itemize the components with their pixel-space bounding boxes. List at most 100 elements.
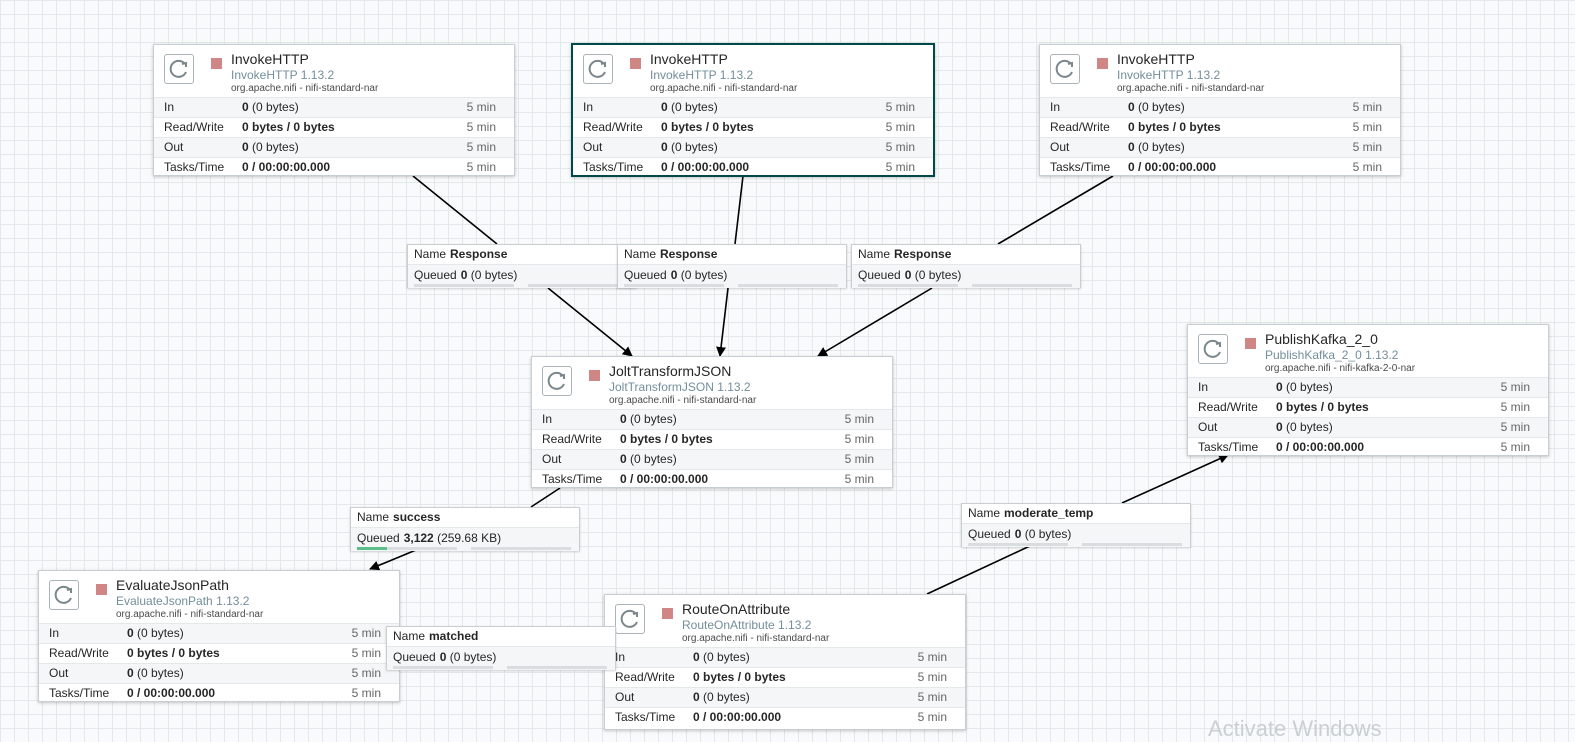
processor-name: JoltTransformJSON — [609, 363, 732, 379]
connection-name: Response — [894, 247, 952, 261]
stopped-status-icon[interactable] — [1245, 338, 1256, 349]
queue-bar-right — [1082, 543, 1182, 546]
activate-windows-watermark: Activate Windows — [1208, 716, 1382, 741]
processor-type: JoltTransformJSON 1.13.2 — [609, 380, 751, 394]
stopped-status-icon[interactable] — [96, 584, 107, 595]
processor-bundle: org.apache.nifi - nifi-kafka-2-0-nar — [1265, 363, 1416, 374]
edge-success-evaluate — [369, 549, 417, 571]
stopped-status-icon[interactable] — [1097, 58, 1108, 69]
processor-type: EvaluateJsonPath 1.13.2 — [116, 594, 250, 608]
edge-response1-jolt — [547, 287, 633, 357]
queue-bar-left — [393, 666, 493, 669]
queue-fill — [357, 547, 387, 550]
edge-invoke3-response — [997, 175, 1114, 245]
stopped-status-icon[interactable] — [211, 58, 222, 69]
processor-type: InvokeHTTP 1.13.2 — [650, 68, 754, 82]
processor-icon — [1050, 54, 1080, 84]
edge-response3-jolt — [817, 287, 933, 357]
processor-icon — [542, 366, 572, 396]
processor-bundle: org.apache.nifi - nifi-standard-nar — [682, 633, 830, 644]
processor-icon — [49, 580, 79, 610]
edge-response2-jolt — [716, 287, 729, 357]
processor-name: RouteOnAttribute — [682, 601, 791, 617]
processor-icon — [1198, 334, 1228, 364]
processor-name: InvokeHTTP — [650, 51, 728, 67]
stopped-status-icon[interactable] — [589, 370, 600, 381]
queue-bar-left — [414, 284, 514, 287]
processor-type: PublishKafka_2_0 1.13.2 — [1265, 348, 1399, 362]
queue-bar-left — [858, 284, 958, 287]
processor-type: RouteOnAttribute 1.13.2 — [682, 618, 812, 632]
queue-bar-left — [968, 543, 1068, 546]
queue-bar-left — [624, 284, 724, 287]
processor-name: PublishKafka_2_0 — [1265, 331, 1378, 347]
processor-type: InvokeHTTP 1.13.2 — [1117, 68, 1221, 82]
connection-name: Response — [660, 247, 718, 261]
processor-bundle: org.apache.nifi - nifi-standard-nar — [650, 83, 798, 94]
processor-bundle: org.apache.nifi - nifi-standard-nar — [1117, 83, 1265, 94]
edge-invoke1-response — [412, 175, 498, 245]
connection-name: Response — [450, 247, 508, 261]
processor-invokehttp-1[interactable]: InvokeHTTP InvokeHTTP 1.13.2 org.apache.… — [153, 44, 515, 176]
queue-bar-right — [738, 284, 838, 287]
processor-invokehttp-2[interactable]: InvokeHTTP InvokeHTTP 1.13.2 org.apache.… — [571, 43, 935, 177]
processor-evaluatejsonpath[interactable]: EvaluateJsonPath EvaluateJsonPath 1.13.2… — [38, 570, 400, 702]
processor-bundle: org.apache.nifi - nifi-standard-nar — [231, 83, 379, 94]
stopped-status-icon[interactable] — [630, 58, 641, 69]
processor-icon — [164, 54, 194, 84]
edge-route-moderate — [926, 544, 1033, 595]
connection-name: moderate_temp — [1004, 506, 1094, 520]
connection-name: success — [393, 510, 441, 524]
processor-name: EvaluateJsonPath — [116, 577, 229, 593]
connection-name: matched — [429, 629, 479, 643]
processor-bundle: org.apache.nifi - nifi-standard-nar — [116, 609, 264, 620]
processor-invokehttp-3[interactable]: InvokeHTTP InvokeHTTP 1.13.2 org.apache.… — [1039, 44, 1401, 176]
processor-bundle: org.apache.nifi - nifi-standard-nar — [609, 395, 757, 406]
edge-moderate-kafka — [1121, 454, 1229, 504]
processor-jolttransformjson[interactable]: JoltTransformJSON JoltTransformJSON 1.13… — [531, 356, 893, 488]
processor-routeonattribute[interactable]: RouteOnAttribute RouteOnAttribute 1.13.2… — [604, 594, 966, 730]
processor-icon — [615, 604, 645, 634]
stopped-status-icon[interactable] — [662, 608, 673, 619]
edge-invoke2-response — [734, 175, 744, 245]
queue-bar-right — [471, 547, 571, 550]
queue-bar-right — [972, 284, 1072, 287]
processor-type: InvokeHTTP 1.13.2 — [231, 68, 335, 82]
processor-publishkafka[interactable]: PublishKafka_2_0 PublishKafka_2_0 1.13.2… — [1187, 324, 1549, 456]
edge-jolt-success — [530, 487, 561, 508]
queue-bar-left — [357, 547, 457, 550]
